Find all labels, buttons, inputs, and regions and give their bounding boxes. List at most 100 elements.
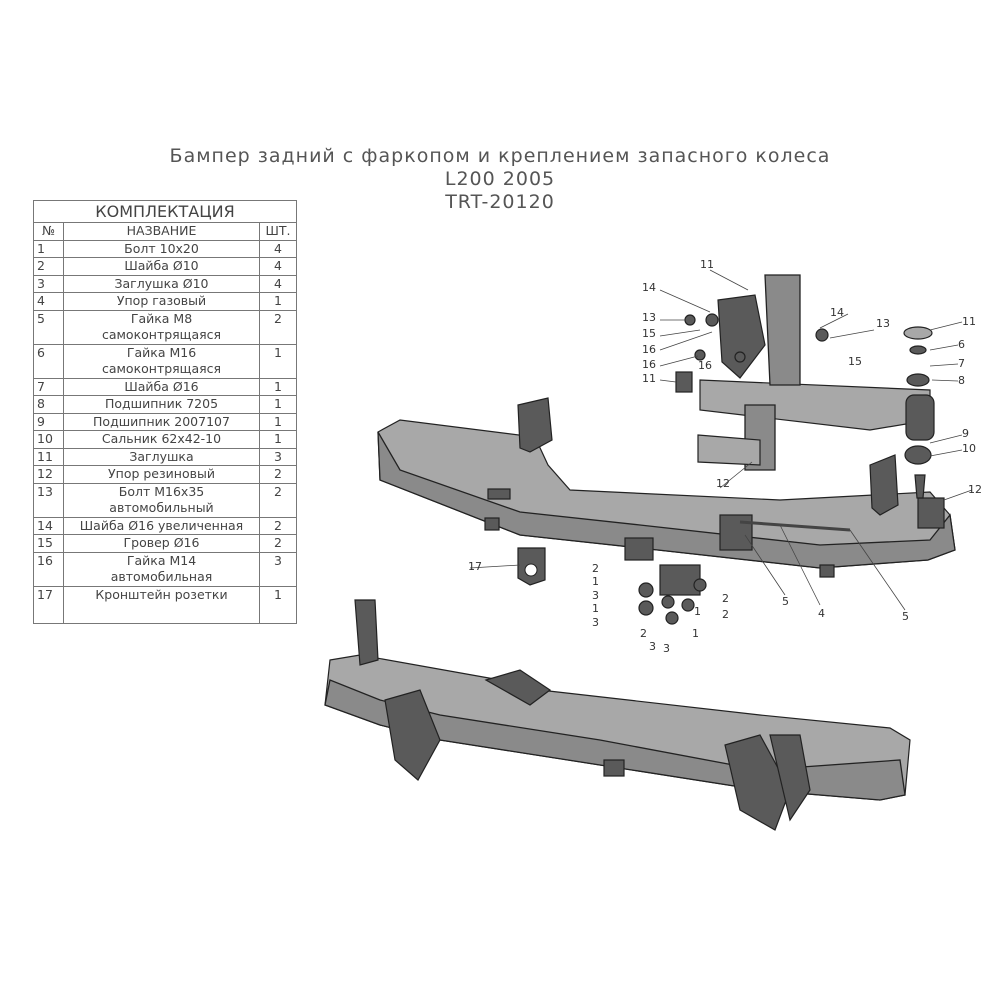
callout-label: 1 bbox=[592, 575, 599, 588]
part-qty: 2 bbox=[259, 309, 297, 345]
part-name-line2: самоконтрящаяся bbox=[101, 327, 222, 342]
callout-label: 4 bbox=[818, 607, 825, 620]
part-name: Упор газовый bbox=[116, 293, 207, 308]
part-name-cell: Заглушка bbox=[63, 447, 260, 466]
part-name-line2: автомобильный bbox=[109, 500, 214, 515]
drawing-title: Бампер задний с фаркопом и креплением за… bbox=[169, 145, 831, 167]
table-caption: КОМПЛЕКТАЦИЯ bbox=[33, 200, 297, 223]
part-name-cell: Гровер Ø16 bbox=[63, 534, 260, 553]
callout-label: 14 bbox=[642, 281, 656, 294]
callout-label: 5 bbox=[902, 610, 909, 623]
callout-label: 6 bbox=[958, 338, 965, 351]
col-name: НАЗВАНИЕ bbox=[63, 222, 260, 241]
callout-label: 11 bbox=[962, 315, 976, 328]
part-name: Упор резиновый bbox=[108, 466, 215, 481]
callout-label: 2 bbox=[592, 562, 599, 575]
callout-label: 13 bbox=[876, 317, 890, 330]
part-name: Заглушка bbox=[129, 448, 194, 464]
callout-label: 3 bbox=[649, 640, 656, 653]
part-name: Сальник 62х42-10 bbox=[101, 431, 222, 446]
part-name: Гровер Ø16 bbox=[123, 535, 200, 550]
part-name: Болт М16х35 bbox=[118, 483, 205, 499]
callout-label: 8 bbox=[958, 374, 965, 387]
part-number: 5 bbox=[33, 309, 64, 345]
part-number: 14 bbox=[33, 516, 64, 535]
callout-label: 1 bbox=[592, 602, 599, 615]
callout-label: 12 bbox=[968, 483, 982, 496]
callout-label: 3 bbox=[663, 642, 670, 655]
part-qty: 2 bbox=[259, 482, 297, 518]
part-name: Болт 10х20 bbox=[124, 240, 199, 256]
callout-leaders bbox=[469, 269, 973, 611]
part-name: Подшипник 2007107 bbox=[93, 413, 230, 429]
rear-bumper-assembled bbox=[324, 599, 911, 831]
part-name: Кронштейн розетки bbox=[95, 586, 228, 602]
part-name-line2: самоконтрящаяся bbox=[101, 361, 222, 376]
part-name: Гайка М8 bbox=[130, 310, 193, 326]
part-qty: 1 bbox=[259, 343, 297, 379]
callout-label: 11 bbox=[642, 372, 656, 385]
part-name-cell: Подшипник 2007107 bbox=[63, 412, 260, 431]
callout-label: 2 bbox=[722, 592, 729, 605]
part-name-cell: Кронштейн розетки bbox=[63, 585, 260, 624]
part-name-line2: автомобильная bbox=[110, 569, 213, 584]
callout-label: 7 bbox=[958, 357, 965, 370]
part-name: Шайба Ø16 увеличенная bbox=[79, 517, 244, 533]
part-name: Шайба Ø16 bbox=[124, 378, 199, 394]
part-number: 16 bbox=[33, 551, 64, 587]
spare-wheel-carrier bbox=[675, 274, 935, 471]
part-name: Шайба Ø10 bbox=[124, 258, 199, 273]
callout-label: 14 bbox=[830, 306, 844, 319]
callout-label: 16 bbox=[642, 358, 656, 371]
callout-label: 10 bbox=[962, 442, 976, 455]
callout-label: 16 bbox=[642, 343, 656, 356]
drawing-model: L200 2005 bbox=[444, 168, 556, 190]
callout-label: 2 bbox=[640, 627, 647, 640]
callout-label: 1 bbox=[692, 627, 699, 640]
callout-label: 1 bbox=[694, 605, 701, 618]
socket-bracket bbox=[517, 547, 546, 586]
part-qty: 1 bbox=[259, 585, 297, 624]
callout-label: 16 bbox=[698, 359, 712, 372]
part-qty: 4 bbox=[259, 274, 297, 293]
callout-label: 15 bbox=[848, 355, 862, 368]
callout-label: 2 bbox=[722, 608, 729, 621]
callout-label: 3 bbox=[592, 616, 599, 629]
callout-label: 9 bbox=[962, 427, 969, 440]
callout-label: 11 bbox=[700, 258, 714, 271]
callout-label: 3 bbox=[592, 589, 599, 602]
part-qty: 3 bbox=[259, 551, 297, 587]
callout-label: 12 bbox=[716, 477, 730, 490]
part-number: 17 bbox=[33, 585, 64, 624]
callout-label: 5 bbox=[782, 595, 789, 608]
part-name: Заглушка Ø10 bbox=[114, 275, 209, 291]
col-qty: ШТ. bbox=[259, 222, 297, 241]
callout-label: 15 bbox=[642, 327, 656, 340]
rear-bumper-exploded bbox=[377, 397, 956, 578]
part-number: 11 bbox=[33, 447, 64, 466]
part-name: Подшипник 7205 bbox=[104, 396, 219, 411]
part-name-cell: Болт 10х20 bbox=[63, 239, 260, 258]
part-name: Гайка М16 bbox=[126, 344, 197, 360]
table-row: 17 Кронштейн розетки 1 bbox=[33, 585, 297, 624]
drawing-article: TRT-20120 bbox=[445, 191, 555, 213]
callout-label: 13 bbox=[642, 311, 656, 324]
hitch-hardware bbox=[638, 564, 707, 625]
